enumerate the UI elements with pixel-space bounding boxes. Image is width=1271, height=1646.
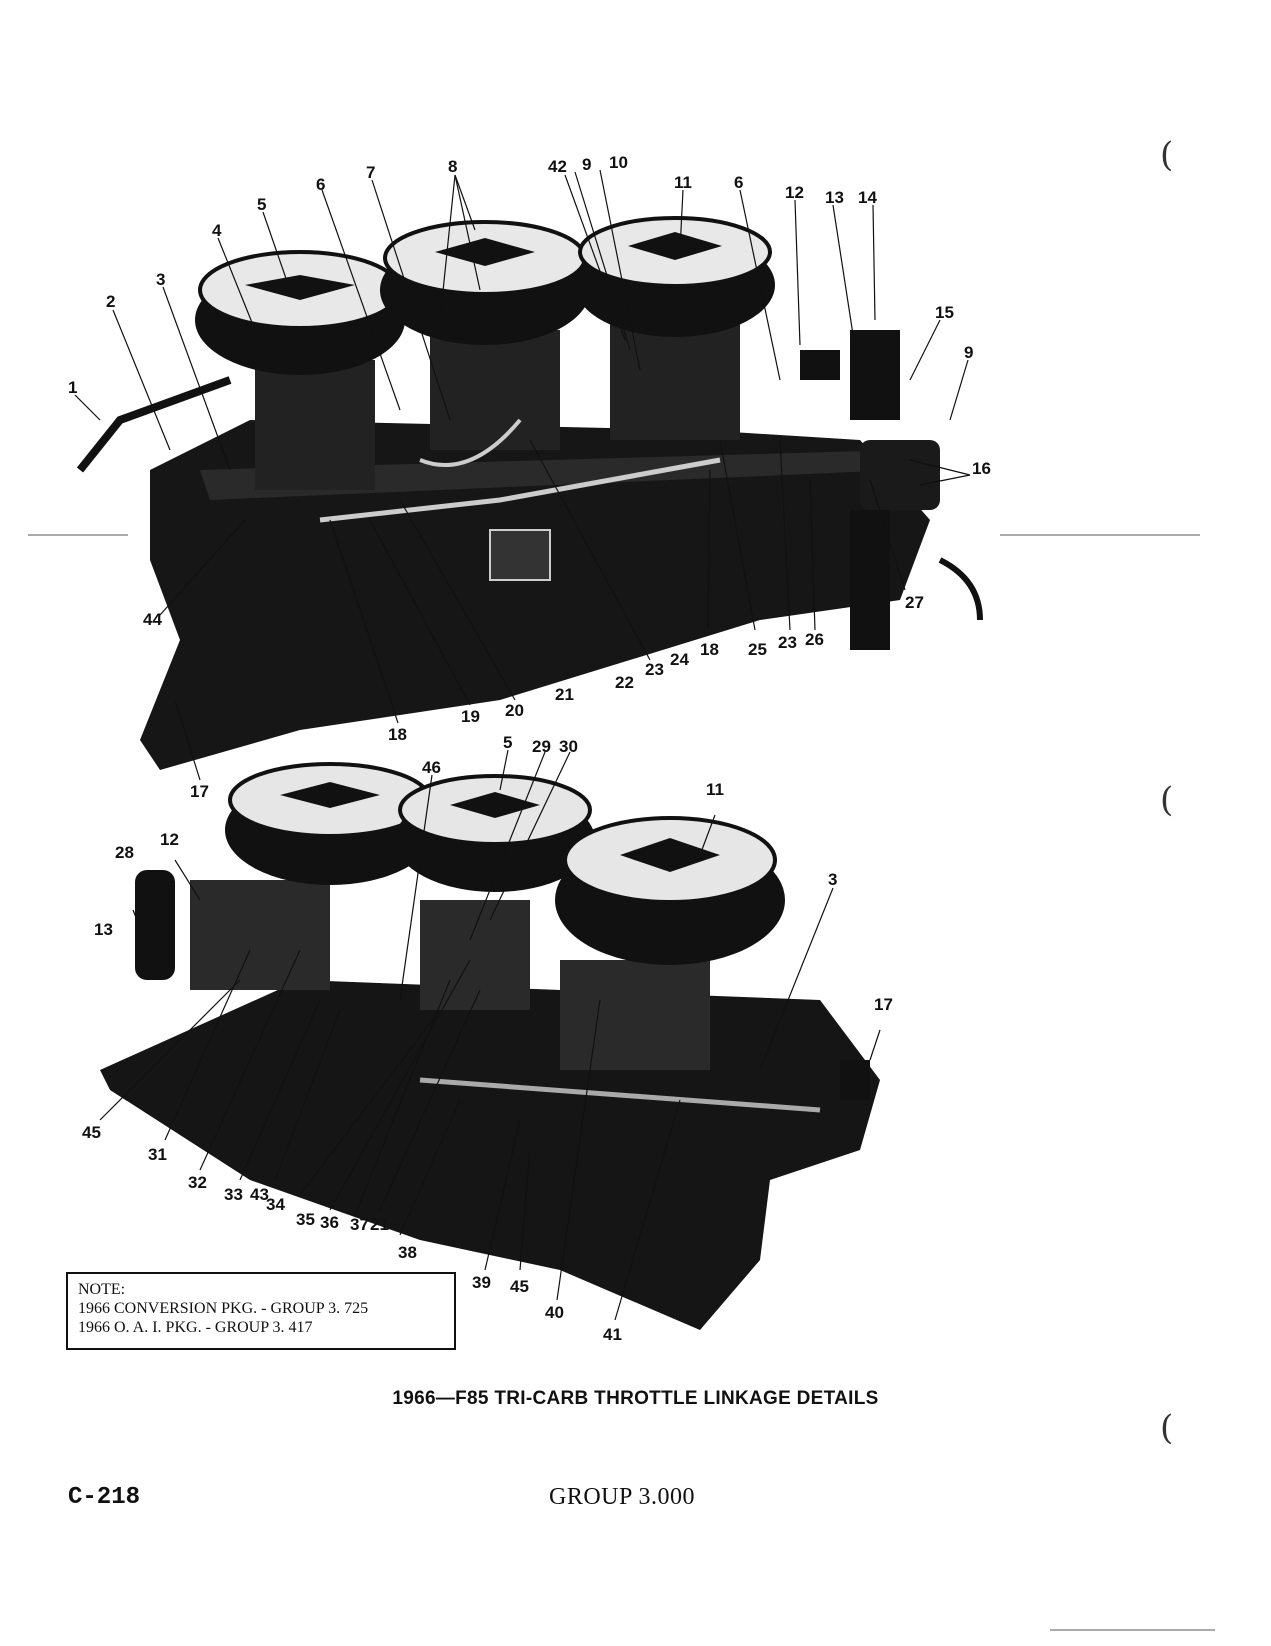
callout-label: 42	[548, 157, 567, 176]
callout-label: 18	[388, 725, 407, 744]
figure-caption: 1966—F85 TRI-CARB THROTTLE LINKAGE DETAI…	[392, 1388, 879, 1409]
callout-label: 15	[935, 303, 954, 322]
top-linkage	[76, 376, 721, 581]
bottom-callout-labels: 46 5 29 30 11 12 28 13 3 17 45 31 32 33 …	[82, 733, 893, 1344]
callout-label: 20	[505, 701, 524, 720]
callout-label: 13	[825, 188, 844, 207]
callout-label: 26	[805, 630, 824, 649]
callout-label: 30	[559, 737, 578, 756]
callout-label: 3	[156, 270, 165, 289]
margin-mark: (	[1160, 135, 1174, 175]
callout-label: 34	[266, 1195, 285, 1214]
note-line-conversion: 1966 CONVERSION PKG. - GROUP 3. 725	[78, 1300, 369, 1317]
callout-label: 17	[874, 995, 893, 1014]
callout-label: 3	[828, 870, 837, 889]
callout-label: 45	[82, 1123, 101, 1142]
top-carburetors	[255, 320, 740, 490]
callout-label: 24	[670, 650, 689, 669]
callout-label: 12	[160, 830, 179, 849]
callout-label: 9	[582, 155, 591, 174]
callout-label: 44	[143, 610, 162, 629]
callout-label: 19	[461, 707, 480, 726]
leader-lines	[74, 169, 971, 1321]
callout-label: 13	[94, 920, 113, 939]
callout-label: 28	[115, 843, 134, 862]
callout-label: 2	[106, 292, 115, 311]
callout-label: 10	[609, 153, 628, 172]
callout-label: 16	[972, 459, 991, 478]
callout-label: 5	[257, 195, 266, 214]
callout-label: 25	[748, 640, 767, 659]
callout-label: 40	[545, 1303, 564, 1322]
callout-label: 21	[370, 1215, 389, 1234]
callout-label: 23	[778, 633, 797, 652]
scan-marks	[28, 534, 1215, 1631]
callout-label: 18	[700, 640, 719, 659]
callout-label: 38	[398, 1243, 417, 1262]
callout-label: 7	[366, 163, 375, 182]
callout-label: 21	[555, 685, 574, 704]
callout-label: 36	[320, 1213, 339, 1232]
callout-label: 12	[785, 183, 804, 202]
callout-label: 27	[905, 593, 924, 612]
callout-label: 37	[350, 1215, 369, 1234]
callout-label: 46	[422, 758, 441, 777]
note-line-oai: 1966 O. A. I. PKG. - GROUP 3. 417	[78, 1319, 313, 1336]
callout-label: 4	[212, 221, 222, 240]
callout-label: 11	[674, 173, 692, 192]
top-callout-labels: 1 2 3 4 5 6 7 8 42 9 10 11 6 12 13 14 15…	[68, 153, 991, 801]
bottom-fuel-pump	[135, 870, 870, 1100]
callout-label: 9	[964, 343, 973, 362]
note-heading: NOTE:	[78, 1281, 126, 1298]
callout-label: 31	[148, 1145, 167, 1164]
callout-label: 11	[706, 780, 724, 799]
margin-mark: (	[1160, 1408, 1174, 1448]
page-number: C-218	[68, 1484, 141, 1511]
callout-label: 22	[615, 673, 634, 692]
callout-label: 1	[68, 378, 77, 397]
note-box: NOTE: 1966 CONVERSION PKG. - GROUP 3. 72…	[66, 1272, 456, 1350]
bottom-carburetors	[190, 880, 710, 1070]
callout-label: 6	[316, 175, 325, 194]
callout-label: 45	[510, 1277, 529, 1296]
callout-label: 17	[190, 782, 209, 801]
callout-label: 29	[532, 737, 551, 756]
callout-label: 35	[296, 1210, 315, 1229]
group-label: GROUP 3.000	[549, 1484, 695, 1510]
bottom-air-cleaners	[225, 762, 785, 965]
callout-label: 39	[472, 1273, 491, 1292]
callout-label: 14	[858, 188, 877, 207]
callout-label: 8	[448, 157, 457, 176]
callout-label: 6	[734, 173, 743, 192]
callout-label: 32	[188, 1173, 207, 1192]
top-fuel-pump	[800, 330, 983, 650]
callout-label: 23	[645, 660, 664, 679]
top-air-cleaners	[195, 216, 775, 375]
callout-label: 33	[224, 1185, 243, 1204]
callout-label: 41	[603, 1325, 622, 1344]
callout-label: 5	[503, 733, 512, 752]
margin-mark: (	[1160, 780, 1174, 820]
callout-label: 43	[250, 1185, 269, 1204]
